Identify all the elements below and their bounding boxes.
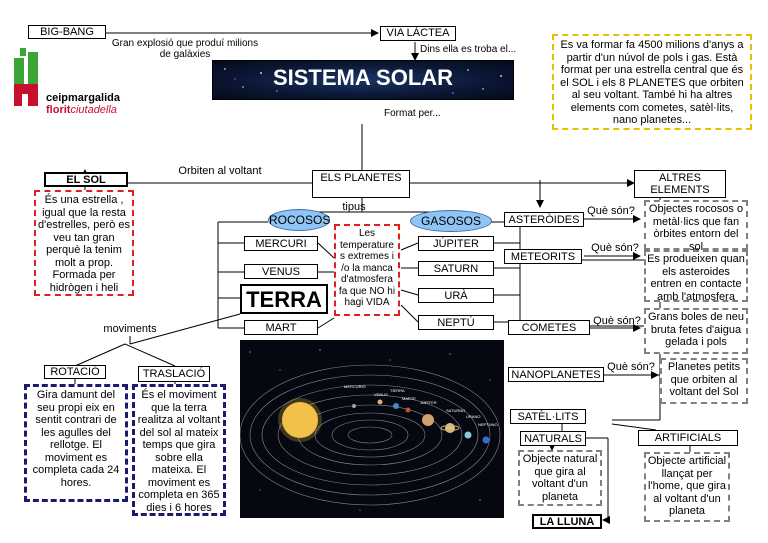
node-la-lluna: LA LLUNA bbox=[532, 514, 602, 529]
note-artificials: Objecte artificial llançat per l'home, q… bbox=[644, 452, 730, 522]
note-nanoplanetes: Planetes petits que orbiten al voltant d… bbox=[660, 358, 748, 404]
img-label-jupiter: JÚPITER bbox=[420, 400, 437, 405]
label-que-son-4: Què són? bbox=[607, 361, 655, 373]
logo-line-2: floritciutadella bbox=[46, 104, 117, 116]
node-meteorits: METEORITS bbox=[504, 249, 582, 264]
label-que-son-1: Què són? bbox=[587, 205, 635, 217]
logo-line-1: ceipmargalida bbox=[46, 92, 120, 104]
label-format-per: Format per... bbox=[384, 108, 441, 119]
node-naturals: NATURALS bbox=[520, 431, 586, 446]
page-title: SISTEMA SOLAR bbox=[272, 65, 454, 90]
school-logo: ceipmargalida floritciutadella bbox=[10, 48, 130, 118]
node-nanoplanetes: NANOPLANETES bbox=[508, 367, 604, 382]
title-banner: SISTEMA SOLAR bbox=[212, 60, 514, 100]
img-label-tierra: TIERRA bbox=[390, 388, 405, 393]
img-label-urano: URANO bbox=[466, 414, 481, 419]
node-venus: VENUS bbox=[244, 264, 318, 279]
img-label-venus: VENUS bbox=[374, 392, 388, 397]
label-dins: Dins ella es troba el... bbox=[420, 44, 517, 55]
node-big-bang: BIG-BANG bbox=[28, 25, 106, 39]
img-label-neptuno: NEPTUNO bbox=[478, 422, 498, 427]
node-mart: MART bbox=[244, 320, 318, 335]
img-label-marte: MARTE bbox=[402, 396, 416, 401]
img-label-saturno: SATURNO bbox=[446, 408, 466, 413]
stars-icon bbox=[224, 68, 502, 94]
logo-line-2b: ciutadella bbox=[70, 104, 117, 116]
node-neptu: NEPTÚ bbox=[418, 315, 494, 330]
node-ura: URÀ bbox=[418, 288, 494, 303]
sun-icon bbox=[282, 402, 318, 438]
label-moviments: moviments bbox=[103, 323, 157, 335]
logo-line-2a: florit bbox=[46, 104, 71, 116]
label-tipus: tipus bbox=[342, 201, 366, 213]
label-big-bang: Gran explosió que produí milions de galà… bbox=[111, 38, 259, 60]
node-rocosos: ROCOSOS bbox=[268, 209, 330, 231]
node-via-lactea: VIA LÀCTEA bbox=[380, 26, 456, 41]
label-que-son-3: Què són? bbox=[593, 315, 641, 327]
node-rotacio: ROTACIÓ bbox=[44, 365, 106, 379]
node-traslacio: TRASLACIÓ bbox=[138, 366, 210, 382]
node-terra: TERRA bbox=[240, 284, 328, 314]
label-orbiten: Orbiten al voltant bbox=[178, 165, 262, 177]
node-cometes: COMETES bbox=[508, 320, 590, 335]
node-altres-elements: ALTRES ELEMENTS bbox=[634, 170, 726, 198]
solar-system-image: MERCURIO VENUS TIERRA MARTE JÚPITER SATU… bbox=[240, 340, 504, 518]
note-meteorits: Es produeixen quan els asteroides entren… bbox=[644, 250, 748, 303]
node-els-planetes: ELS PLANETES bbox=[312, 170, 410, 198]
node-saturn: SATURN bbox=[418, 261, 494, 276]
solar-system-illustration bbox=[240, 349, 501, 511]
note-temperatures: Les temperature s extremes i /o la manca… bbox=[334, 224, 400, 316]
note-asteroides: Objectes rocosos o metàl·lics que fan òr… bbox=[644, 200, 748, 253]
note-sol: És una estrella , igual que la resta d'e… bbox=[34, 190, 134, 296]
logo-mark-icon bbox=[14, 48, 38, 106]
note-traslacio: És el moviment que la terra realitza al … bbox=[132, 384, 226, 516]
node-el-sol: EL SOL bbox=[44, 172, 128, 187]
node-gasosos: GASOSOS bbox=[410, 210, 492, 232]
note-cometes: Grans boles de neu bruta fetes d'aigua g… bbox=[644, 308, 748, 354]
node-jupiter: JÚPITER bbox=[418, 236, 494, 251]
img-label-mercurio: MERCURIO bbox=[344, 384, 366, 389]
note-rotacio: Gira damunt del seu propi eix en sentit … bbox=[24, 384, 128, 502]
node-artificials: ARTIFICIALS bbox=[638, 430, 738, 446]
node-mercuri: MERCURI bbox=[244, 236, 318, 251]
label-que-son-2: Què són? bbox=[591, 242, 639, 254]
note-naturals: Objecte natural que gira al voltant d'un… bbox=[518, 450, 602, 506]
node-satellits: SATÈL·LITS bbox=[510, 409, 586, 424]
node-asteroides: ASTERÒIDES bbox=[504, 212, 584, 227]
note-formation: Es va formar fa 4500 milions d'anys a pa… bbox=[552, 34, 752, 130]
